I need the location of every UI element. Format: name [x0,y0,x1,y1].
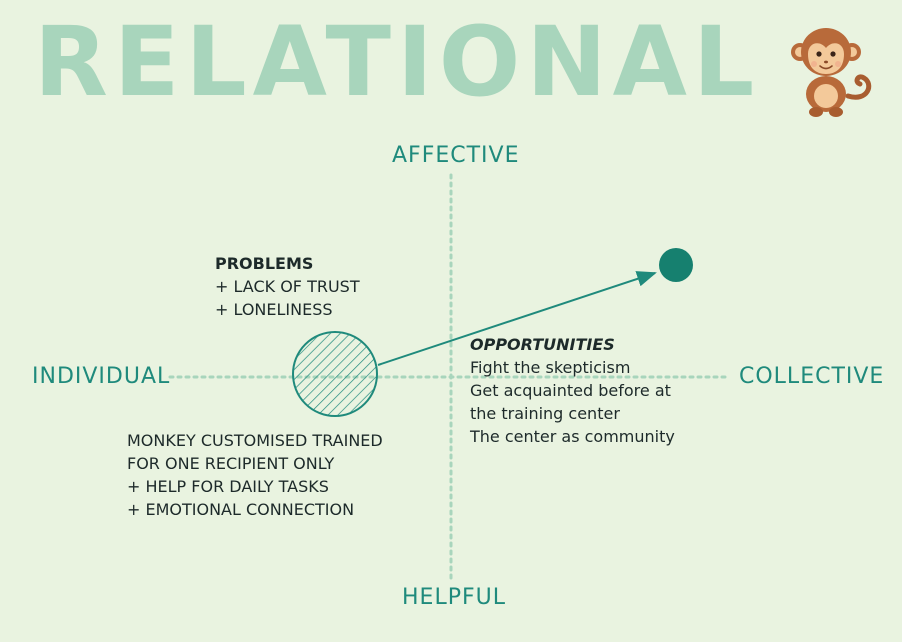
opportunity-item: Fight the skepticism [470,358,631,377]
current-state-block: MONKEY CUSTOMISED TRAINED FOR ONE RECIPI… [127,429,383,521]
opportunity-item: the training center [470,404,620,423]
current-state-line: + EMOTIONAL CONNECTION [127,500,355,519]
opportunity-item: Get acquainted before at [470,381,671,400]
target-state-dot [659,248,693,282]
problems-heading: PROBLEMS [215,254,314,273]
current-state-line: MONKEY CUSTOMISED TRAINED [127,431,383,450]
axis-label-individual: INDIVIDUAL [32,364,171,389]
monkey-icon [791,28,872,117]
axis-label-affective: AFFECTIVE [392,143,520,168]
page-title: RELATIONAL [34,6,761,118]
direction-arrow [377,271,657,366]
opportunities-block: OPPORTUNITIES Fight the skepticism Get a… [470,333,675,448]
problem-item: + LONELINESS [215,300,333,319]
opportunities-heading: OPPORTUNITIES [470,335,615,354]
opportunity-item: The center as community [470,427,675,446]
current-state-line: FOR ONE RECIPIENT ONLY [127,454,335,473]
axis-label-collective: COLLECTIVE [739,364,885,389]
axis-label-helpful: HELPFUL [402,585,506,610]
problem-item: + LACK OF TRUST [215,277,360,296]
current-state-circle [292,331,378,417]
problems-block: PROBLEMS + LACK OF TRUST + LONELINESS [215,252,360,321]
current-state-line: + HELP FOR DAILY TASKS [127,477,329,496]
